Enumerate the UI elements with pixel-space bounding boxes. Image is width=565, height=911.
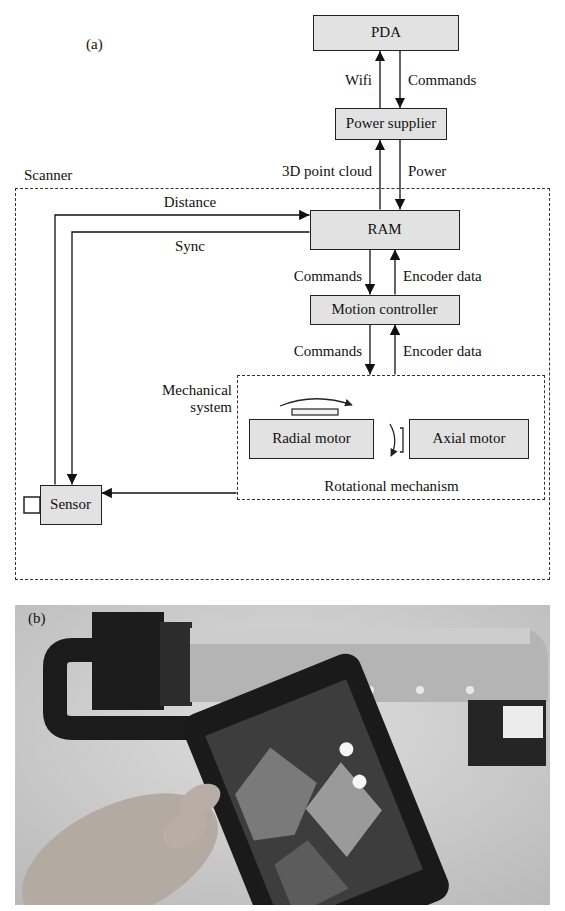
memory-box: RAM xyxy=(310,210,460,250)
device-box: PDA xyxy=(313,15,459,51)
power-box: Power supplier xyxy=(335,108,447,140)
signal-label: Power xyxy=(408,163,446,180)
signal-label: Commands xyxy=(294,268,362,285)
signal-label: Encoder data xyxy=(403,343,482,360)
signal-arrow xyxy=(369,325,370,375)
signal-label: Distance xyxy=(164,194,216,211)
motor-box: Radial motor xyxy=(249,419,374,459)
signal-label: Encoder data xyxy=(403,268,482,285)
axial-motor-icon xyxy=(390,424,403,456)
signal-arrow xyxy=(399,140,400,210)
signal-label: Commands xyxy=(408,72,476,89)
sensor-box: Sensor xyxy=(40,485,102,525)
panel-label: (a) xyxy=(86,36,103,53)
mechanism-region: Rotational mechanism Radial motor Axial mo… xyxy=(237,375,545,500)
device-photo xyxy=(15,605,550,905)
node-label: Radial motor xyxy=(272,430,351,447)
node-label: Motion controller xyxy=(331,301,437,318)
signal-label: 3D point cloud xyxy=(282,163,372,180)
node-label: Sensor xyxy=(50,496,91,513)
motor-box: Axial motor xyxy=(409,419,529,459)
controller-box: Motion controller xyxy=(310,295,460,325)
signal-arrow xyxy=(394,325,395,375)
scanner-region: ScannerRAMMotion controllerRotational me… xyxy=(15,188,550,580)
node-label: PDA xyxy=(371,24,401,41)
sensor-lens xyxy=(24,497,40,513)
signal-arrow xyxy=(102,492,237,493)
signal-arrow xyxy=(379,140,380,210)
signal-label: Sync xyxy=(175,238,205,255)
radial-motor-icon xyxy=(280,399,352,415)
signal-arrow xyxy=(379,51,380,108)
node-label: Axial motor xyxy=(433,430,506,447)
signal-arrow xyxy=(394,250,395,295)
signal-label: Wifi xyxy=(345,72,372,89)
signal-arrow xyxy=(369,250,370,295)
node-label: RAM xyxy=(367,221,401,238)
node-label: Power supplier xyxy=(346,115,436,132)
node-label: Rotational mechanism xyxy=(324,478,459,495)
node-label: Scanner xyxy=(24,167,72,184)
signal-arrow xyxy=(399,51,400,108)
signal-label: Mechanical system xyxy=(132,382,232,417)
panel-label: (b) xyxy=(28,610,46,627)
signal-label: Commands xyxy=(294,343,362,360)
